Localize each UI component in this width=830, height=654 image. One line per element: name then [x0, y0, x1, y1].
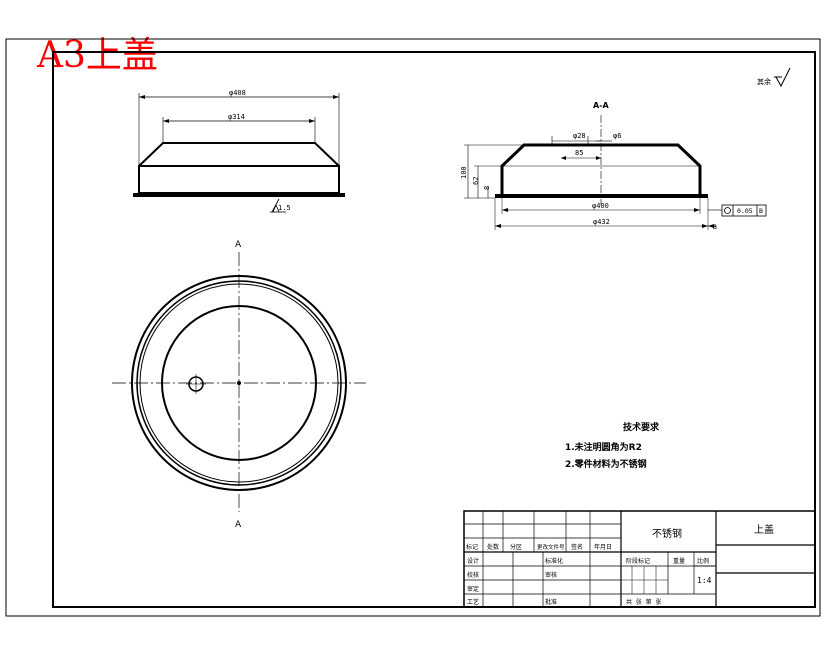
dim-400: φ400 — [592, 202, 609, 210]
section-mark-top: A — [235, 240, 242, 250]
tolerance-value: 0.05 — [737, 207, 753, 215]
tb-material: 不锈钢 — [652, 527, 682, 540]
section-label: A-A — [593, 101, 610, 110]
tb-sheets: 共 张 第 张 — [626, 598, 661, 606]
technical-notes: 技术要求 1.未注明圆角为R2 2.零件材料为不锈钢 — [565, 421, 660, 470]
plan-view: A A — [112, 240, 366, 530]
tb-label-signature: 签名 — [571, 543, 583, 551]
dim-inner-314: φ314 — [228, 113, 245, 121]
datum-ref: B — [713, 223, 717, 231]
dim-432: φ432 — [593, 218, 610, 226]
front-view: φ408 φ314 1.5 — [133, 89, 345, 213]
tb-checker: 校核 — [467, 571, 479, 579]
top-circle — [161, 305, 317, 461]
note-item-1: 1.未注明圆角为R2 — [565, 441, 642, 453]
body-circle — [139, 283, 339, 483]
note-item-2: 2.零件材料为不锈钢 — [565, 458, 647, 470]
tb-scale: 1:4 — [697, 576, 712, 585]
trim-border — [5, 38, 821, 617]
tb-approve: 批准 — [545, 598, 557, 606]
dim-height-100: 100 — [460, 166, 468, 179]
front-angle-note: 1.5 — [278, 204, 291, 212]
section-view: A-A φ28 φ6 85 100 62 8 φ400 — [460, 101, 767, 231]
notes-heading: 技术要求 — [623, 421, 660, 433]
circularity-icon — [724, 207, 731, 214]
dim-outer-408: φ408 — [229, 89, 246, 97]
tb-weight: 重量 — [673, 557, 685, 565]
tb-label-date: 年月日 — [594, 543, 612, 551]
tb-process: 工艺 — [467, 598, 479, 606]
dim-offset-85: 85 — [575, 149, 583, 157]
tolerance-frame — [721, 204, 767, 217]
front-body — [138, 165, 340, 194]
section-base-plate — [495, 194, 708, 198]
surface-finish-mark: 其余 — [757, 67, 791, 88]
tb-label-zone: 分区 — [510, 543, 522, 551]
section-mark-bottom: A — [235, 520, 242, 530]
tb-ratio: 比例 — [697, 557, 709, 565]
tolerance-datum: B — [759, 207, 763, 215]
rim-inner-circle — [136, 280, 342, 486]
dim-height-62: 62 — [472, 177, 480, 185]
tb-standardization: 标准化 — [545, 557, 563, 565]
drawing-title-stamp: A3上盖 — [37, 35, 158, 76]
tb-label-change-doc: 更改文件号 — [537, 543, 565, 551]
front-taper — [138, 142, 340, 167]
title-block — [463, 510, 816, 608]
tb-reviewer: 审核 — [545, 571, 557, 579]
dim-small-6: φ6 — [613, 132, 621, 140]
dim-height-8: 8 — [483, 186, 491, 190]
tb-part-name: 上盖 — [754, 523, 774, 536]
title-block-text: 不锈钢 上盖 标记 处数 分区 更改文件号 签名 年月日 设计 标准化 校核 审… — [466, 523, 774, 606]
surface-mark-label: 其余 — [757, 77, 771, 86]
tb-designer: 设计 — [467, 557, 479, 565]
tb-label-count: 处数 — [487, 543, 499, 551]
tb-audit: 审定 — [467, 585, 479, 593]
drawing-frame — [52, 51, 816, 608]
tb-stage-mark: 阶段标记 — [626, 557, 650, 565]
center-mark — [237, 381, 241, 385]
outer-rim-circle — [131, 275, 347, 491]
front-base-plate — [133, 193, 345, 197]
tb-label-marker: 标记 — [466, 543, 478, 551]
dim-hole-28: φ28 — [573, 132, 586, 140]
